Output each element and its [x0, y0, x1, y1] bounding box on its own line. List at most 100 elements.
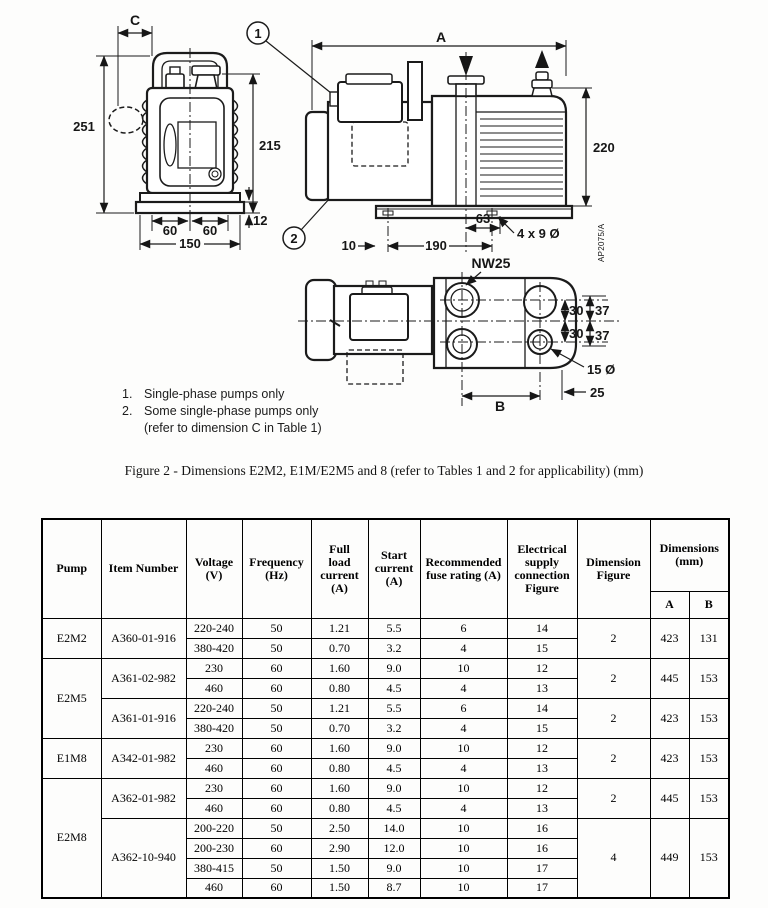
- dim-b-cell: 153: [688, 817, 730, 899]
- fuse-cell: 10: [419, 817, 508, 839]
- cooling-fins-right: [232, 99, 239, 185]
- dimension-fig-cell: 4: [576, 817, 651, 899]
- electrical-fig-cell: 12: [506, 657, 578, 679]
- voltage-cell: 460: [185, 757, 243, 779]
- frequency-cell: 50: [241, 717, 312, 739]
- dim-60-left-label: 60: [163, 223, 177, 238]
- electrical-fig-cell: 17: [506, 857, 578, 879]
- flc-cell: 2.90: [310, 837, 369, 859]
- inlet-cap: [191, 65, 221, 76]
- dim-b-cell: 153: [688, 697, 730, 739]
- voltage-cell: 200-230: [185, 837, 243, 859]
- table-row: 460 60 1.50 8.7 10 17: [42, 877, 729, 899]
- table-row: E2M5 A361-02-982 230 60 1.60 9.0 10 12 2…: [41, 657, 730, 739]
- flc-cell: 1.60: [310, 657, 369, 679]
- frequency-cell: 60: [241, 737, 312, 759]
- cooling-fins-side: [480, 118, 563, 197]
- dimension-fig-cell: 2: [576, 777, 651, 819]
- outlet-port: [535, 71, 549, 81]
- electrical-fig-cell: 15: [506, 717, 578, 739]
- fuse-cell: 10: [419, 837, 508, 859]
- flc-cell: 1.50: [310, 857, 369, 879]
- start-current-cell: 9.0: [367, 857, 421, 879]
- dim-b-cell: 131: [688, 617, 730, 659]
- figure-2-drawing: C 251 215 60 60 150 12 1 2: [73, 12, 620, 414]
- frequency-cell: 60: [241, 677, 312, 699]
- flc-cell: 1.60: [310, 777, 369, 799]
- start-current-cell: 3.2: [367, 637, 421, 659]
- dim-30-bottom-label: 30: [569, 326, 583, 341]
- dim-60-right-label: 60: [203, 223, 217, 238]
- header-start-current: Start current (A): [367, 518, 421, 619]
- dim-a-cell: 445: [649, 777, 690, 819]
- dim-37-bottom-label: 37: [595, 328, 609, 343]
- electrical-fig-cell: 15: [506, 637, 578, 659]
- flc-cell: 0.70: [310, 637, 369, 659]
- fuse-cell: 6: [419, 617, 508, 639]
- item-number-cell: A361-02-982: [100, 657, 187, 699]
- pump-cell: E2M5: [41, 657, 102, 739]
- dim-a-cell: 423: [649, 737, 690, 779]
- fuse-cell: 4: [419, 717, 508, 739]
- item-number-cell: A342-01-982: [100, 737, 187, 779]
- table-row: A362-10-940 200-220 50 2.50 14.0 10 16 4…: [42, 817, 730, 899]
- fuse-cell: 4: [419, 677, 508, 699]
- item-number-cell: A362-10-940: [100, 817, 187, 899]
- drawing-reference: AP2075/A: [597, 223, 606, 262]
- header-full-load-current: Full load current (A): [310, 518, 369, 619]
- electrical-fig-cell: 13: [506, 757, 578, 779]
- optional-module-dashed-plan: [346, 349, 404, 385]
- flc-cell: 1.50: [310, 877, 369, 899]
- electrical-fig-cell: 17: [506, 877, 578, 899]
- dimension-fig-cell: 2: [576, 617, 651, 659]
- electrical-fig-cell: 16: [506, 837, 578, 859]
- frequency-cell: 60: [241, 657, 312, 679]
- pump-cell: E2M8: [41, 777, 102, 899]
- header-frequency: Frequency (Hz): [241, 518, 312, 619]
- flc-cell: 0.70: [310, 717, 369, 739]
- dim-150-label: 150: [179, 236, 201, 251]
- header-dimension-figure: Dimension Figure: [576, 518, 651, 619]
- dim-c-label: C: [130, 12, 140, 28]
- header-item-number: Item Number: [100, 518, 187, 619]
- note-2-number: 2.: [122, 404, 133, 418]
- plan-view-labels: NW25 30 30 37 37 15 Ø B 25: [472, 255, 616, 414]
- voltage-cell: 380-415: [185, 857, 243, 879]
- table-row: E2M2 A360-01-916 220-240 50 1.21 5.5 6 1…: [41, 617, 730, 659]
- start-current-cell: 8.7: [367, 877, 421, 899]
- dim-b-cell: 153: [688, 737, 730, 779]
- item-number-cell: A361-01-916: [100, 697, 187, 739]
- dim-251-label: 251: [73, 119, 95, 134]
- start-current-cell: 4.5: [367, 797, 421, 819]
- note-1-text: Single-phase pumps only: [144, 387, 285, 401]
- sight-glass-dia-label: 15 Ø: [587, 362, 615, 377]
- dim-a-cell: 445: [649, 657, 690, 699]
- fuse-cell: 4: [419, 797, 508, 819]
- voltage-cell: 460: [185, 677, 243, 699]
- note-2-continued-text: (refer to dimension C in Table 1): [144, 421, 322, 435]
- header-dimensions: Dimensions (mm): [649, 518, 730, 592]
- flc-cell: 0.80: [310, 757, 369, 779]
- pump-cell: E2M2: [41, 617, 102, 659]
- flc-cell: 1.21: [310, 617, 369, 639]
- frequency-cell: 60: [241, 757, 312, 779]
- dim-a-cell: 423: [649, 617, 690, 659]
- frequency-cell: 50: [241, 617, 312, 639]
- dim-a-cell: 423: [649, 697, 690, 739]
- voltage-cell: 380-420: [185, 717, 243, 739]
- carry-handle-side: [407, 61, 423, 121]
- flc-cell: 2.50: [310, 817, 369, 839]
- motor-end-cap: [304, 110, 332, 202]
- note-2: 2. Some single-phase pumps only: [122, 403, 322, 420]
- start-current-cell: 9.0: [367, 777, 421, 799]
- start-current-cell: 9.0: [367, 657, 421, 679]
- pump-spec-table: Pump Item Number Voltage (V) Frequency (…: [41, 518, 730, 899]
- fuse-cell: 6: [419, 697, 508, 719]
- electrical-fig-cell: 14: [506, 617, 578, 639]
- voltage-cell: 230: [185, 737, 243, 759]
- callout-2-circle: [282, 226, 306, 250]
- flc-cell: 1.21: [310, 697, 369, 719]
- fuse-cell: 10: [419, 877, 508, 899]
- header-dim-a: A: [649, 590, 690, 619]
